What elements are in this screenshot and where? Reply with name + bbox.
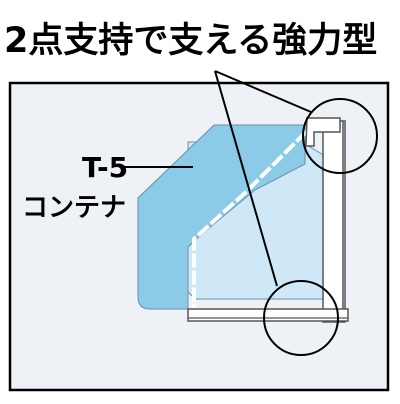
t5-container-shape [137, 124, 306, 310]
upper-support-callout-icon [302, 98, 378, 174]
bottom-holder [187, 308, 349, 322]
lower-support-callout-icon [263, 280, 339, 356]
upper-callout-line [214, 70, 312, 113]
diagram-title: 2点支持で支える強力型 [4, 21, 377, 61]
upper-support-bracket [305, 117, 341, 147]
t5-label: T-5 [82, 151, 128, 184]
container-dashed-edge [192, 130, 308, 311]
container-label: コンテナ [22, 193, 126, 223]
lower-callout-line [214, 70, 278, 287]
